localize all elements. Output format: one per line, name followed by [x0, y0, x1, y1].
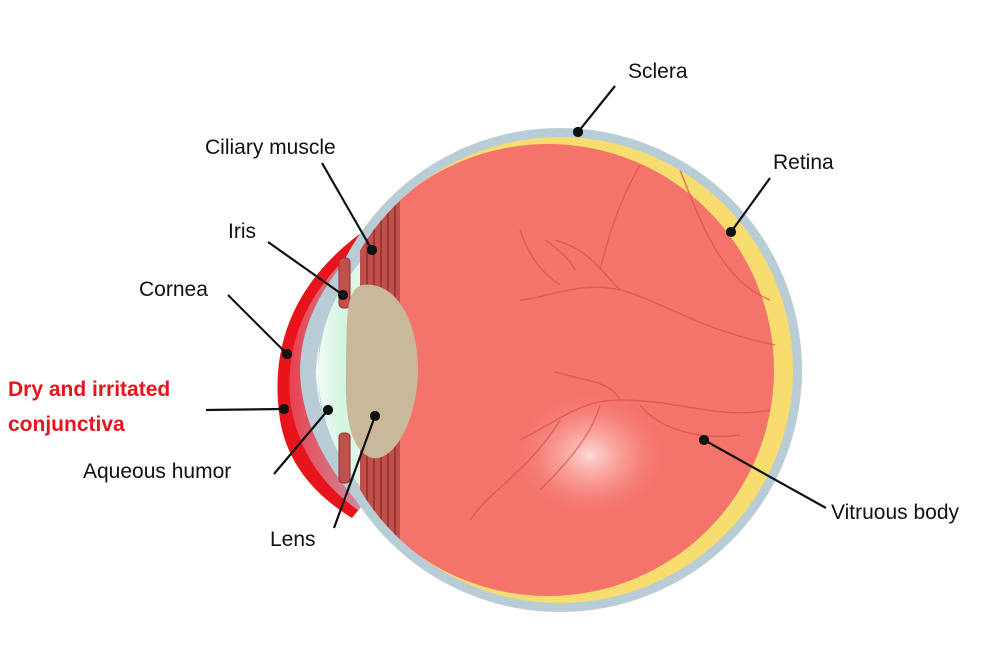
- iris-upper: [338, 257, 351, 309]
- cornea: [289, 232, 384, 510]
- lens: [345, 284, 419, 459]
- label-cornea: Cornea: [139, 278, 208, 301]
- label-iris: Iris: [228, 220, 256, 243]
- label-sclera: Sclera: [628, 60, 688, 83]
- label-vitreous-body: Vitruous body: [831, 501, 960, 524]
- label-conjunctiva-line2: conjunctiva: [8, 413, 125, 436]
- label-retina: Retina: [773, 151, 834, 174]
- blood-vessels: [469, 164, 776, 521]
- label-ciliary-muscle: Ciliary muscle: [205, 136, 336, 159]
- conjunctiva: [277, 225, 378, 518]
- iris-lower: [338, 432, 351, 484]
- label-lens: Lens: [270, 528, 316, 551]
- label-conjunctiva-line1: Dry and irritated: [8, 378, 171, 401]
- label-aqueous-humor: Aqueous humor: [83, 460, 232, 483]
